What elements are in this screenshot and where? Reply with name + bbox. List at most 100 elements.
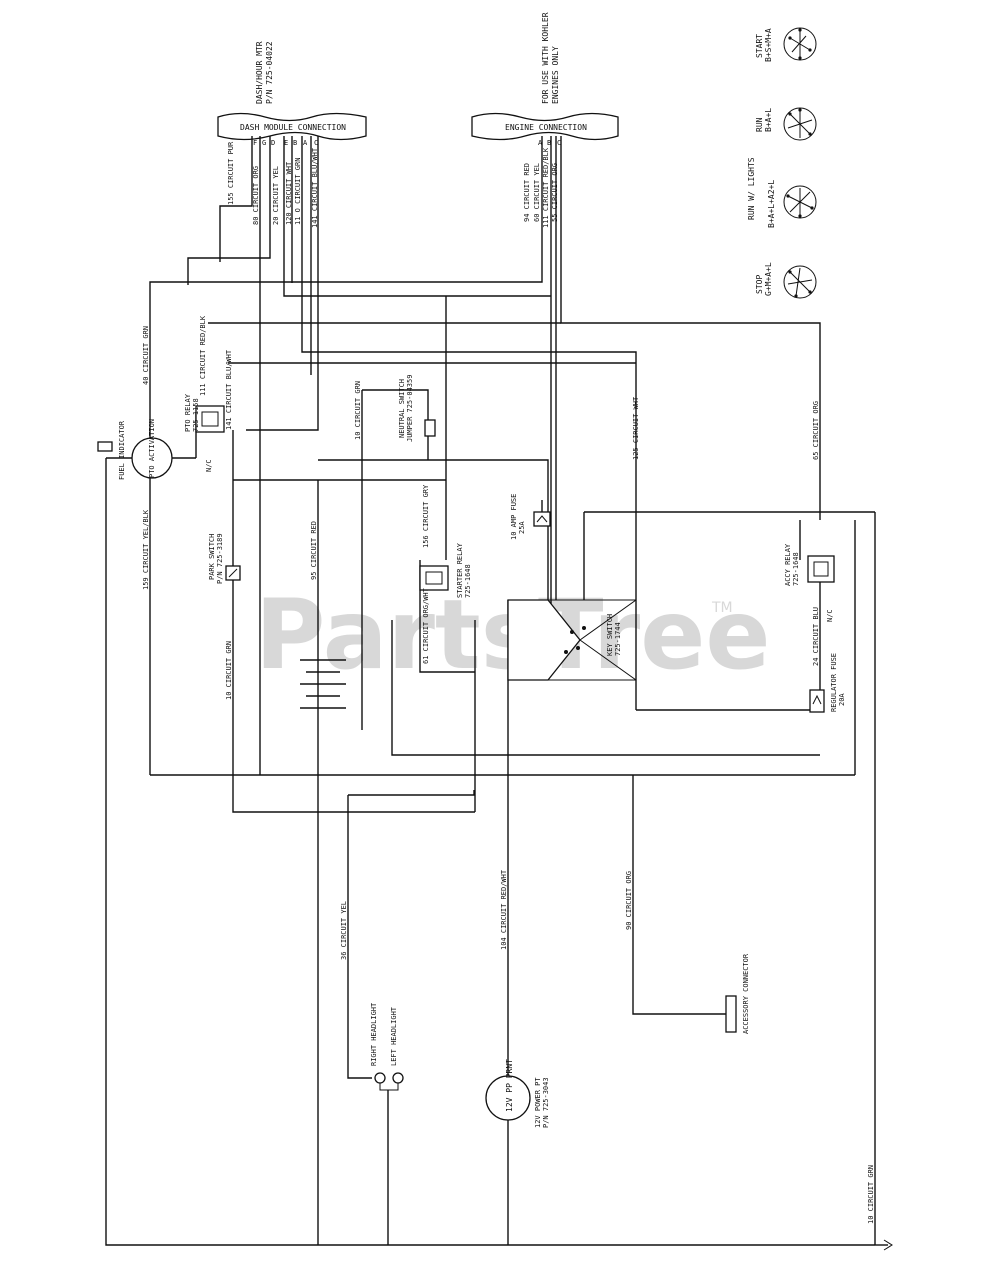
wire-label-120: 120 CIRCUIT WHT [285,161,293,225]
watermark-tm: TM [711,600,733,616]
fuse-10a: 10 AMP FUSE 25A [510,494,551,540]
wire-label-155: 155 CIRCUIT PUR [227,141,235,205]
dash-pin-3: D [271,139,275,147]
dash-pin-4: E [284,139,288,147]
switch-start-name: START [755,34,764,58]
engine-connector-title: ENGINE CONNECTION [505,123,587,132]
pto-relay-label: PTO RELAY [184,393,192,432]
wire-label-10b: 10 CIRCUIT GRN [225,641,233,700]
power-port-pn: P/N 725-3043 [542,1077,550,1128]
pto-relay-nc: N/C [205,459,213,472]
wire-label-111: 111 CIRCUIT RED/BLK [542,147,550,228]
accy-relay-body [807,555,835,583]
power-port-label: 12V PP PRNT [505,1059,514,1112]
neutral-switch-body [424,419,436,437]
switch-position-run-lights: RUN W/ LIGHTS B+A+L+A2+L [747,157,817,228]
starter-relay: STARTER RELAY 725-1648 [419,542,472,598]
regulator-fuse-body [809,689,825,713]
wire-label-110: 11 O CIRCUIT GRN [294,158,302,225]
neutral-switch: NEUTRAL SWITCH JUMPER 725-04359 [398,375,436,442]
pto-relay-pn: 725-1158 [192,398,200,432]
wire-label-141b: 141 CIRCUIT BLU/WHT [225,349,233,430]
wire-label-111b: 111 CIRCUIT RED/BLK [199,315,207,396]
wire-label-90: 90 CIRCUIT ORG [625,871,633,930]
wires [105,136,893,1251]
fuse-10a-rating: 25A [518,521,526,534]
accessory-connector-body [725,995,737,1033]
wire-label-36: 36 CIRCUIT YEL [340,901,348,960]
wire-label-10c: 10 CIRCUIT GRN [867,1165,875,1224]
dash-pin-7: C [314,139,318,147]
wire-label-104: 104 CIRCUIT RED/WHT [500,869,508,950]
pto-activation-label: PTO ACTIVATION [148,419,156,478]
dash-module-note-1: DASH/HOUR MTR [255,41,264,104]
starter-relay-body [419,565,449,591]
key-switch-label: KEY SWITCH [606,614,614,656]
park-switch: PARK SWITCH P/N 725-3189 [208,533,241,584]
key-switch-pn: 725-1744 [614,622,622,656]
engine-connector-note-1: FOR USE WITH KOHLER [541,12,550,104]
wire-label-159: 159 CIRCUIT YEL/BLK [142,509,150,590]
pto-activation: PTO ACTIVATION [131,419,173,479]
switch-position-stop: STOP G+M+A+L [755,262,817,299]
engine-connector-note-2: ENGINES ONLY [551,46,560,104]
key-switch-outline [507,599,581,681]
wire-label-40: 40 CIRCUIT GRN [142,326,150,385]
dash-module-pins: F G D E B A C [253,139,318,147]
wire-labels: 155 CIRCUIT PUR 80 CIRCUIT ORG 20 CIRCUI… [142,141,875,1224]
key-switch-leads [548,599,637,681]
key-switch: KEY SWITCH 725-1744 [507,599,637,681]
switch-stop-name: STOP [755,275,764,294]
wire-label-125: 125 CIRCUIT WHT [632,396,640,460]
switch-position-start: START B+S+M+A [755,27,817,62]
switch-run-lights-name: RUN W/ LIGHTS [747,157,756,220]
switch-start-code: B+S+M+A [764,28,773,62]
park-switch-label: PARK SWITCH [208,534,216,580]
accessory-connector-label: ACCESSORY CONNECTOR [742,953,750,1034]
regulator-fuse-rating: 20A [838,693,846,706]
headlights: RIGHT HEADLIGHT LEFT HEADLIGHT [370,1002,404,1091]
wire-label-55: 55 CIRCUIT ORG [551,163,559,222]
park-switch-pn: P/N 725-3189 [216,533,224,584]
wire-label-156: 156 CIRCUIT GRY [422,484,430,548]
right-headlight-bulb [374,1072,386,1084]
accy-relay-label: ACCY RELAY [784,543,792,586]
dash-pin-5: B [293,139,297,147]
wire-label-80: 80 CIRCUIT ORG [252,166,260,225]
engine-connector-pins: A B C [538,139,561,147]
power-port-desc: 12V POWER PT [534,1077,542,1128]
pto-activation-circle [131,437,173,479]
regulator-fuse: REGULATOR FUSE 20A [809,653,846,713]
engine-pin-3: C [557,139,561,147]
accy-relay-pn: 725-1648 [792,552,800,586]
battery-plates [300,659,346,709]
accy-relay-nc: N/C [826,609,834,622]
wire-label-61: 61 CIRCUIT ORG/WHT [422,587,430,664]
engine-connector: ENGINE CONNECTION FOR USE WITH KOHLER EN… [471,12,619,141]
regulator-fuse-label: REGULATOR FUSE [830,653,838,712]
left-headlight-bulb [392,1072,404,1084]
wire-label-65: 65 CIRCUIT ORG [812,401,820,460]
wire-label-94: 94 CIRCUIT RED [523,163,531,222]
neutral-switch-jumper: JUMPER 725-04359 [406,375,414,442]
dash-pin-1: F [253,139,257,147]
dash-module-note-2: P/N 725-04022 [265,41,274,104]
pto-relay: PTO RELAY 725-1158 N/C [184,393,225,472]
battery [300,659,346,709]
engine-connector-shape [471,112,619,141]
dash-pin-6: A [303,139,308,147]
switch-position-run: RUN B+A+L [755,107,817,141]
switch-stop-code: G+M+A+L [764,262,773,296]
fuse-10a-body [533,511,551,527]
neutral-switch-label: NEUTRAL SWITCH [398,379,406,438]
switch-run-name: RUN [755,117,764,132]
wire-label-10a: 10 CIRCUIT GRN [354,381,362,440]
starter-relay-label: STARTER RELAY [456,542,464,598]
fuel-indicator: FUEL INDICATOR [97,420,126,480]
switch-run-code: B+A+L [764,108,773,132]
right-headlight-label: RIGHT HEADLIGHT [370,1002,378,1066]
wire-label-24: 24 CIRCUIT BLU [812,607,820,666]
dash-module-connector: DASH MODULE CONNECTION DASH/HOUR MTR P/N… [217,41,367,141]
fuel-indicator-body [97,441,113,452]
